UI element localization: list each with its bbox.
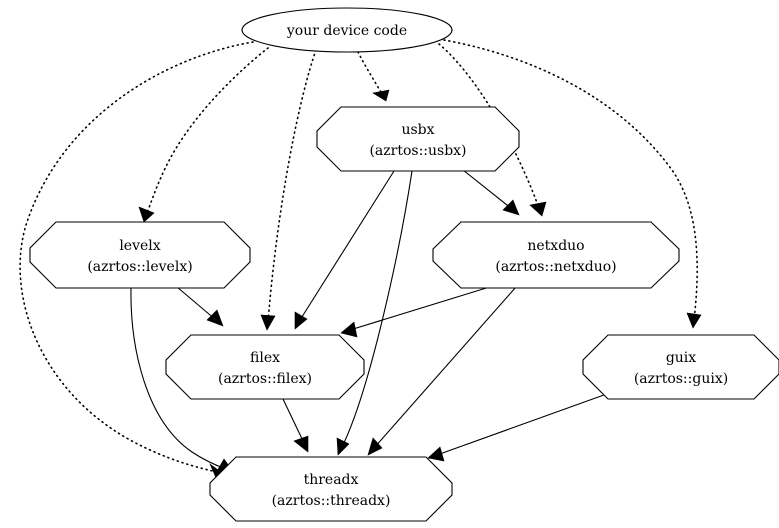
node-threadx-label-name: threadx (304, 472, 359, 488)
node-levelx-label-package: (azrtos::levelx) (87, 259, 192, 275)
node-filex[interactable]: filex (azrtos::filex) (165, 334, 365, 400)
node-threadx[interactable]: threadx (azrtos::threadx) (209, 456, 453, 522)
node-usbx[interactable]: usbx (azrtos::usbx) (316, 106, 520, 172)
node-filex-label-package: (azrtos::filex) (218, 371, 312, 387)
edge-usbx-filex (294, 170, 395, 330)
edge-device-levelx (138, 47, 269, 223)
edge-device-filex (260, 49, 317, 331)
node-threadx-label-package: (azrtos::threadx) (272, 493, 391, 509)
edge-usbx-threadx (336, 170, 413, 456)
node-filex-label-name: filex (250, 350, 280, 366)
node-usbx-shape (316, 106, 520, 172)
node-layer: your device code usbx (azrtos::usbx) lev… (29, 7, 779, 522)
edge-netxduo-threadx (367, 286, 517, 456)
edge-layer (19, 39, 702, 481)
node-netxduo-label-name: netxduo (527, 238, 584, 254)
node-your-device-code-shape (241, 7, 453, 53)
node-threadx-shape (209, 456, 453, 522)
edge-filex-threadx (282, 398, 309, 453)
node-filex-shape (165, 334, 365, 400)
edge-levelx-filex (176, 286, 224, 327)
node-guix-label-name: guix (666, 350, 696, 366)
edge-usbx-netxduo (457, 165, 520, 216)
node-your-device-code-label: your device code (286, 23, 407, 39)
edge-device-guix (443, 39, 702, 329)
edge-netxduo-filex (340, 284, 497, 338)
node-netxduo[interactable]: netxduo (azrtos::netxduo) (432, 221, 680, 289)
node-usbx-label-package: (azrtos::usbx) (369, 143, 466, 159)
node-guix[interactable]: guix (azrtos::guix) (582, 334, 779, 400)
node-guix-label-package: (azrtos::guix) (634, 371, 728, 387)
node-usbx-label-name: usbx (401, 122, 434, 138)
node-guix-shape (582, 334, 779, 400)
node-your-device-code[interactable]: your device code (241, 7, 453, 53)
node-levelx[interactable]: levelx (azrtos::levelx) (29, 221, 251, 289)
node-levelx-label-name: levelx (119, 238, 160, 254)
edge-device-usbx (357, 51, 390, 102)
edge-guix-threadx (427, 390, 616, 462)
node-netxduo-shape (432, 221, 680, 289)
node-netxduo-label-package: (azrtos::netxduo) (495, 259, 616, 275)
node-levelx-shape (29, 221, 251, 289)
